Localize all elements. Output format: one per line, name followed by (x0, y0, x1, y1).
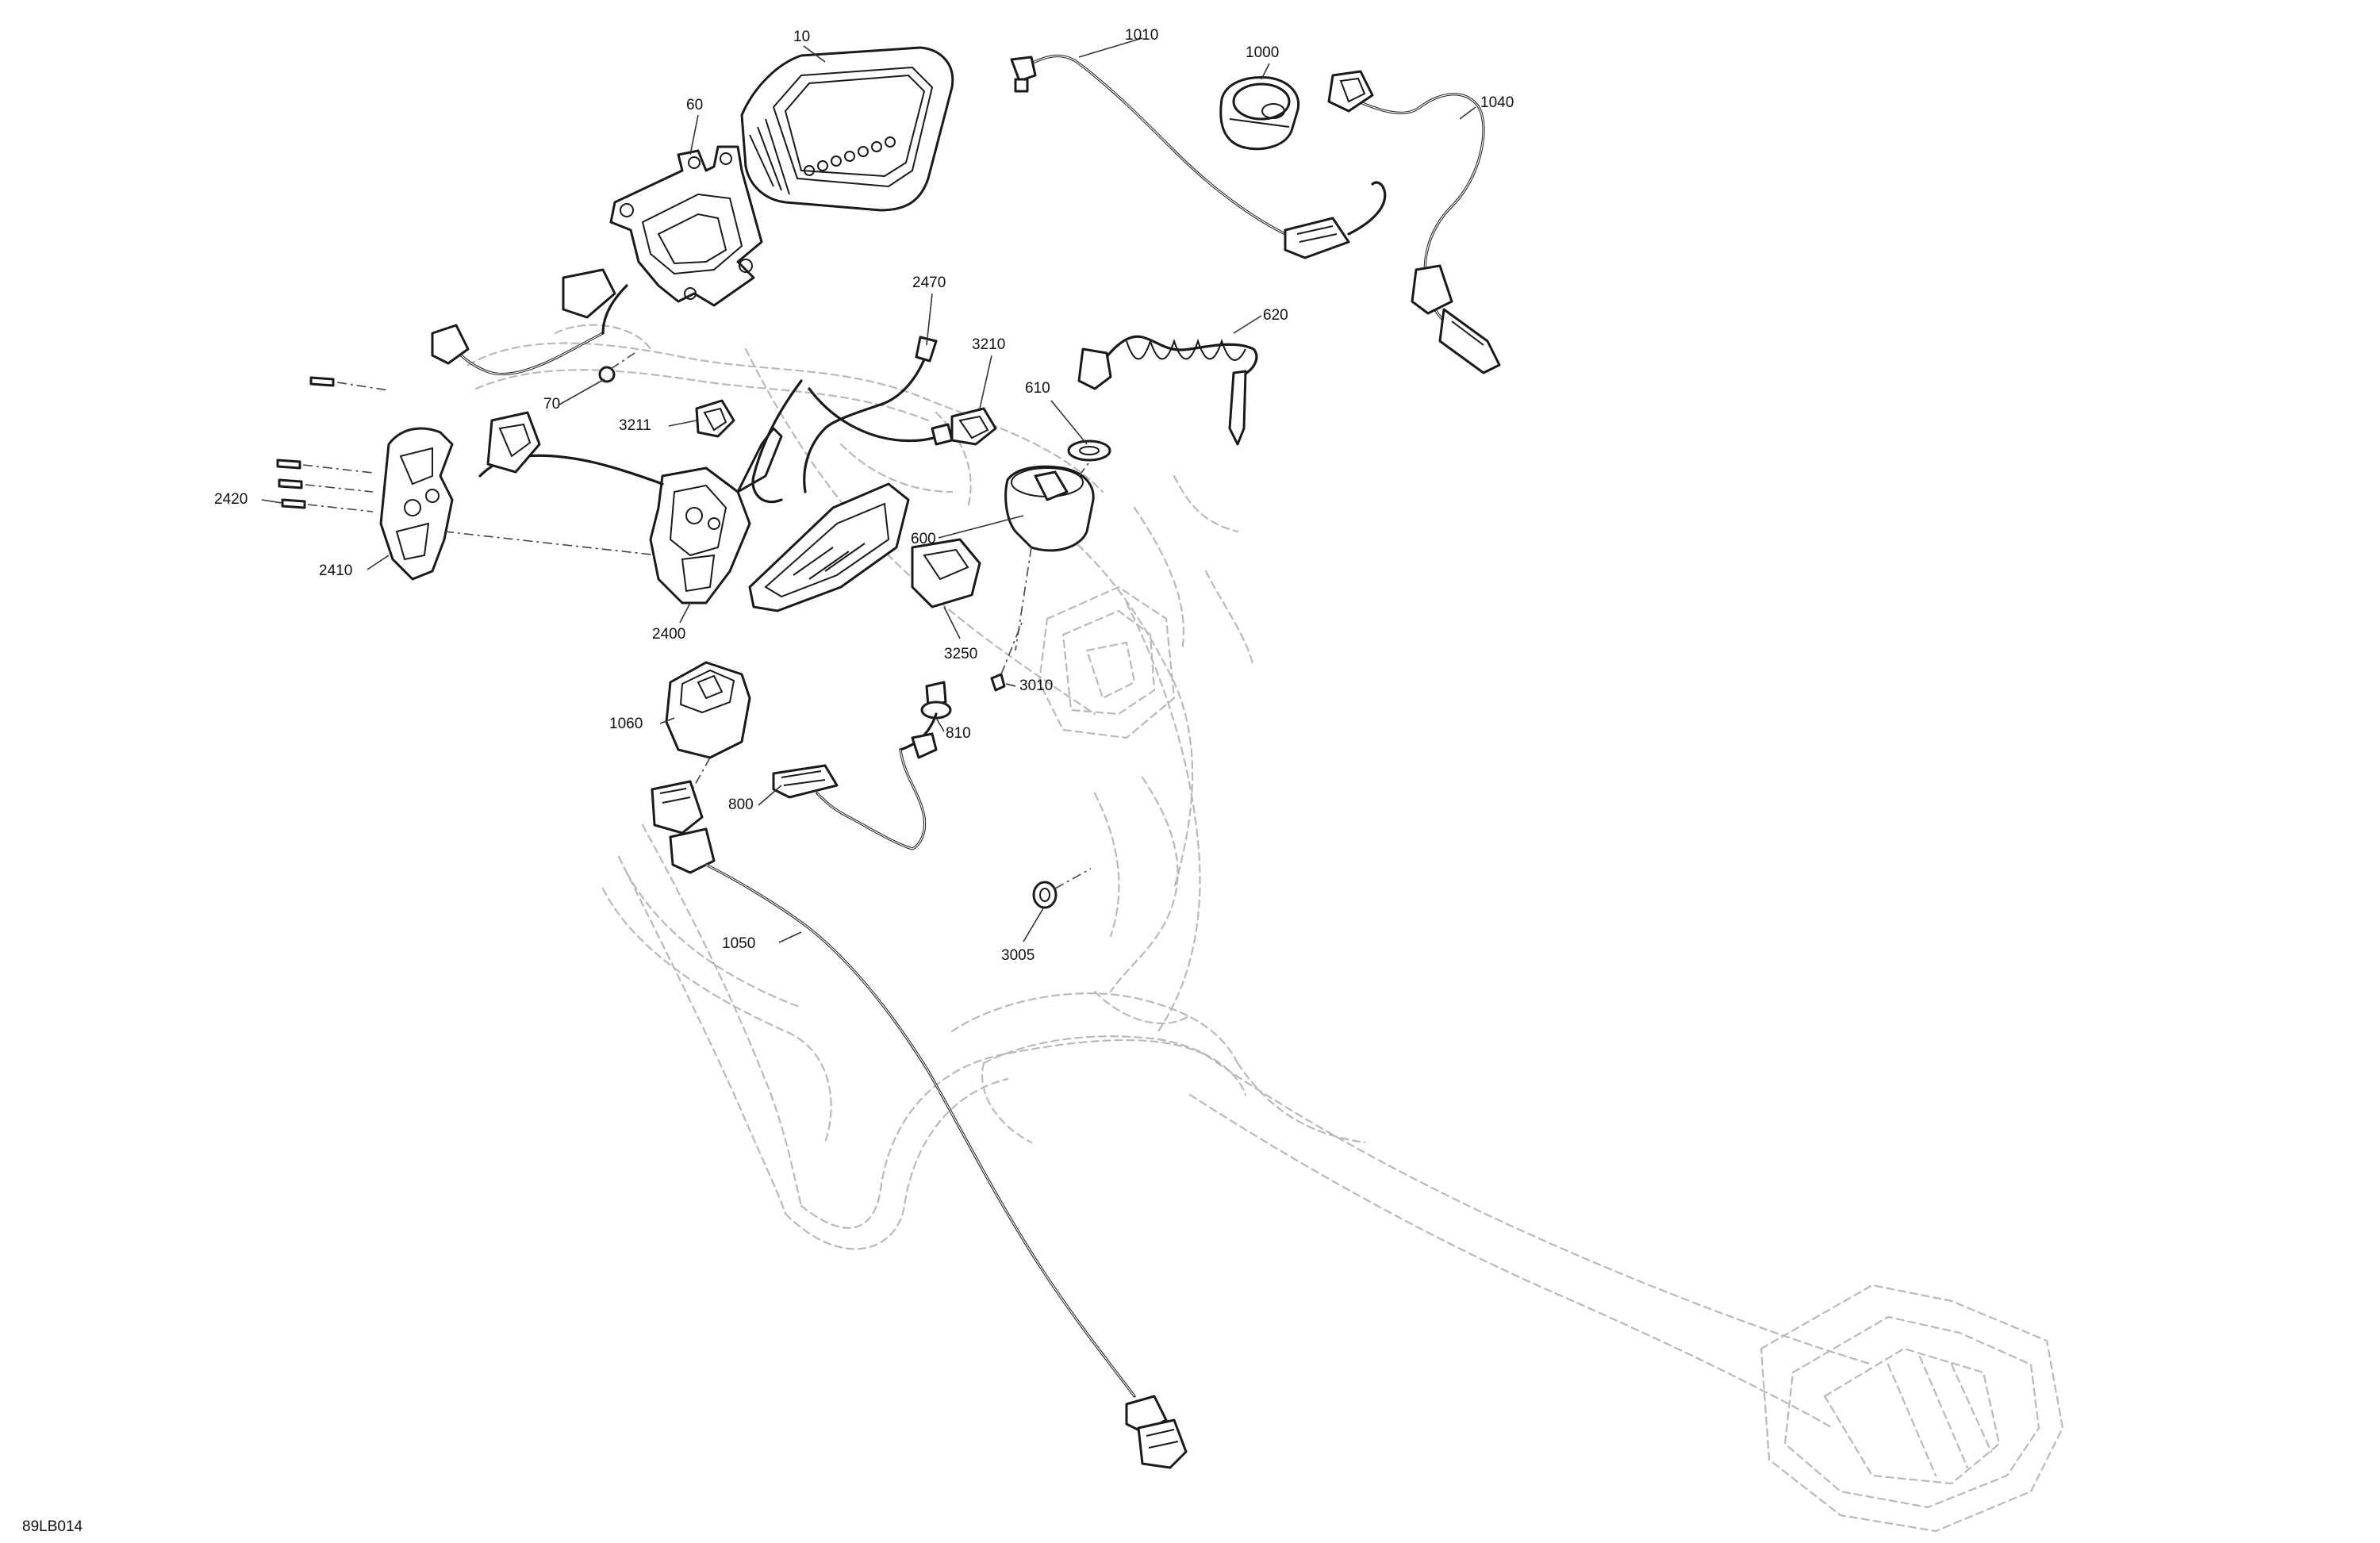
callout-1050: 1050 (722, 935, 755, 952)
part-3250-switch-bracket (748, 482, 981, 612)
callout-610: 610 (1025, 380, 1050, 397)
callout-2400: 2400 (652, 626, 685, 643)
callout-3250: 3250 (944, 646, 977, 662)
callout-800: 800 (728, 796, 754, 813)
callout-620: 620 (1263, 307, 1288, 324)
cluster-harness-left (431, 268, 628, 376)
callout-810: 810 (946, 725, 971, 742)
part-1050-harness (651, 780, 1188, 1469)
part-600-key-switch (1004, 459, 1095, 651)
callout-1040: 1040 (1480, 94, 1514, 111)
callout-3211: 3211 (619, 417, 651, 434)
leader-lines (261, 37, 1476, 943)
callout-1060: 1060 (609, 716, 643, 732)
part-1040-harness (1327, 70, 1501, 374)
part-1000-power-outlet (1219, 75, 1300, 151)
part-3005-grommet (1032, 868, 1092, 909)
part-610-nut (1067, 439, 1111, 462)
diagram-code: 89LB014 (22, 1518, 83, 1535)
part-2410-housing-cover (379, 427, 659, 581)
part-1010-harness (1010, 54, 1387, 259)
part-800-harness (772, 748, 927, 850)
part-2470-cable (803, 336, 938, 493)
part-620-lanyard (1077, 335, 1258, 446)
phantom-frame (466, 324, 2064, 1533)
callout-1010: 1010 (1125, 27, 1158, 44)
callout-60: 60 (686, 97, 703, 113)
part-3010-fastener (990, 618, 1024, 692)
callout-10: 10 (793, 29, 810, 45)
callout-3210: 3210 (972, 336, 1005, 353)
callout-3010: 3010 (1019, 677, 1053, 694)
part-60-bracket (609, 145, 763, 307)
callout-2470: 2470 (912, 274, 946, 291)
callout-1000: 1000 (1246, 44, 1279, 61)
callout-2420: 2420 (214, 491, 248, 508)
part-810-sensor (899, 681, 952, 759)
part-1060-switch (665, 661, 751, 794)
part-2420-screws (276, 376, 390, 512)
callout-70: 70 (543, 396, 560, 413)
callout-2410: 2410 (319, 562, 352, 579)
callout-3005: 3005 (1001, 947, 1035, 964)
part-3210-sensor (751, 379, 997, 504)
part-70-clip (598, 352, 635, 383)
part-10-display-cluster (740, 46, 954, 212)
part-3211-connector (695, 399, 735, 438)
part-2400-switch-housing (478, 411, 783, 605)
callout-labels: 10 60 70 600 610 620 800 810 1000 1010 1… (214, 27, 1514, 964)
callout-600: 600 (911, 531, 936, 547)
